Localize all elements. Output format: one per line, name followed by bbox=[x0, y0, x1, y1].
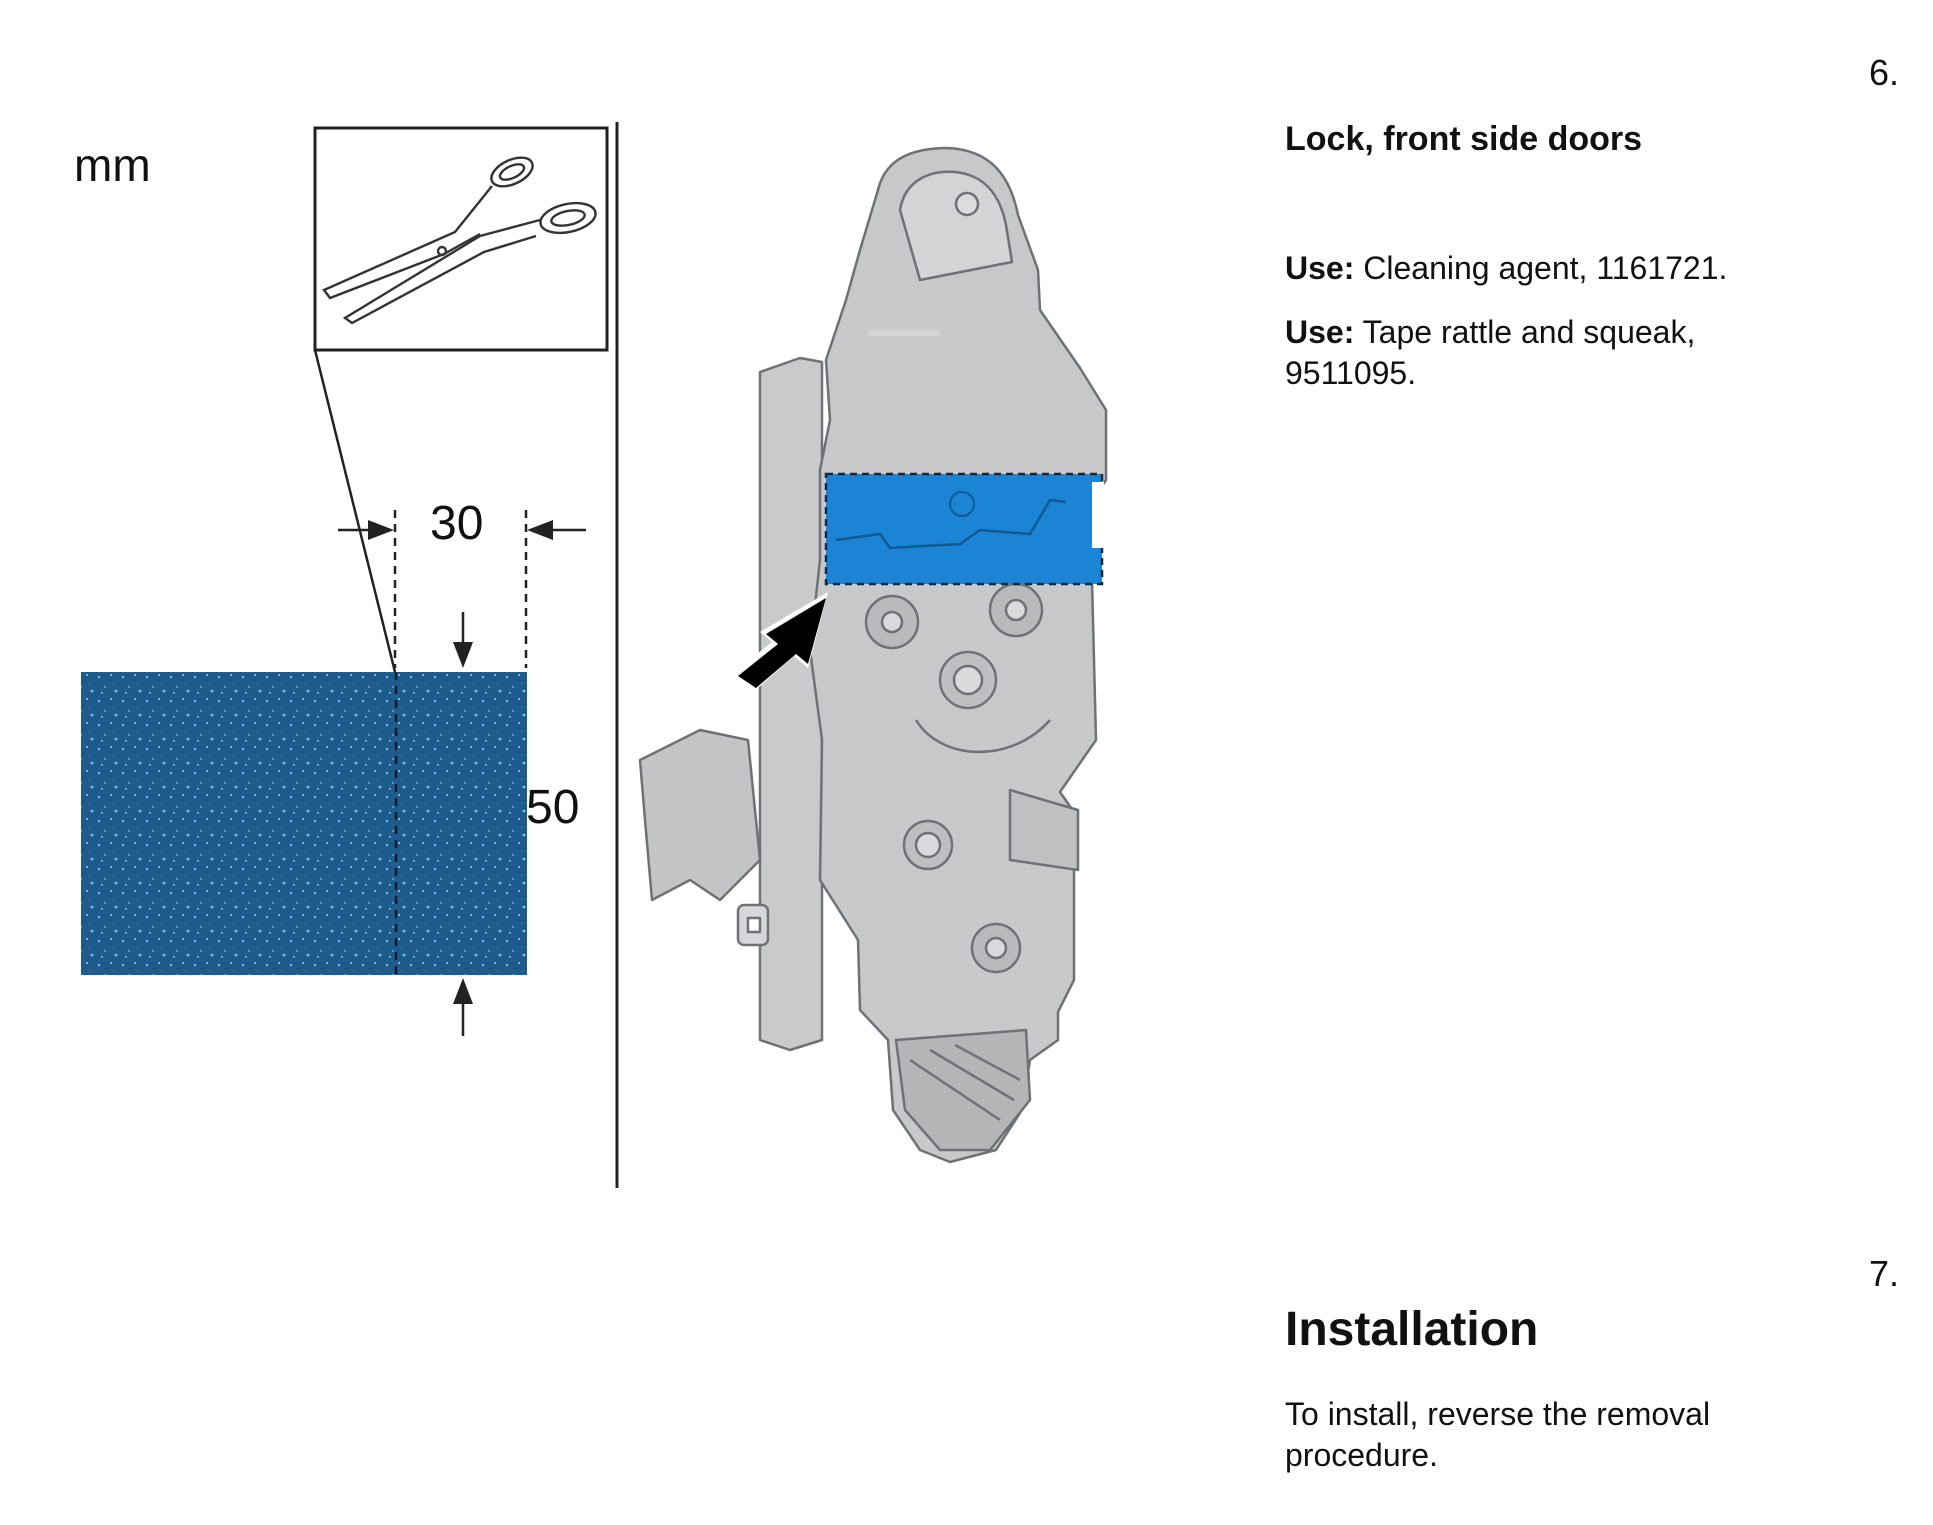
lock-top-cap bbox=[898, 170, 1014, 282]
use-text: Tape rattle and squeak, 9511095. bbox=[1285, 314, 1696, 391]
tape-piece bbox=[81, 672, 527, 975]
width-dimension-label: 30 bbox=[430, 497, 484, 550]
use-prefix: Use: bbox=[1285, 314, 1355, 350]
use-cleaning-agent: Use: Cleaning agent, 1161721. bbox=[1285, 248, 1825, 289]
step-number-6: 6. bbox=[1868, 52, 1899, 93]
door-lock-illustration bbox=[638, 146, 1108, 1164]
scissors-icon bbox=[322, 156, 597, 325]
installation-text: To install, reverse the removal procedur… bbox=[1285, 1396, 1711, 1473]
lock-bracket bbox=[758, 356, 824, 1052]
use-tape: Use: Tape rattle and squeak, 9511095. bbox=[1285, 312, 1825, 394]
tape-cutting-figure: mm 30 50 bbox=[0, 0, 1180, 1220]
installation-heading: Installation bbox=[1285, 1303, 1539, 1356]
leader-line bbox=[313, 349, 397, 673]
tape-highlight bbox=[824, 472, 1104, 586]
unit-label: mm bbox=[74, 139, 151, 191]
figure-graphics bbox=[81, 122, 1108, 1188]
dimension-lines bbox=[338, 510, 586, 1036]
step-number-7: 7. bbox=[1868, 1253, 1899, 1294]
use-prefix: Use: bbox=[1285, 250, 1355, 286]
use-text: Cleaning agent, 1161721. bbox=[1354, 250, 1728, 286]
section-title: Lock, front side doors bbox=[1285, 120, 1643, 158]
arrow-icon bbox=[733, 592, 828, 688]
height-dimension-label: 50 bbox=[526, 781, 580, 834]
lock-side-mount bbox=[638, 728, 762, 902]
scissors-box bbox=[313, 126, 609, 352]
